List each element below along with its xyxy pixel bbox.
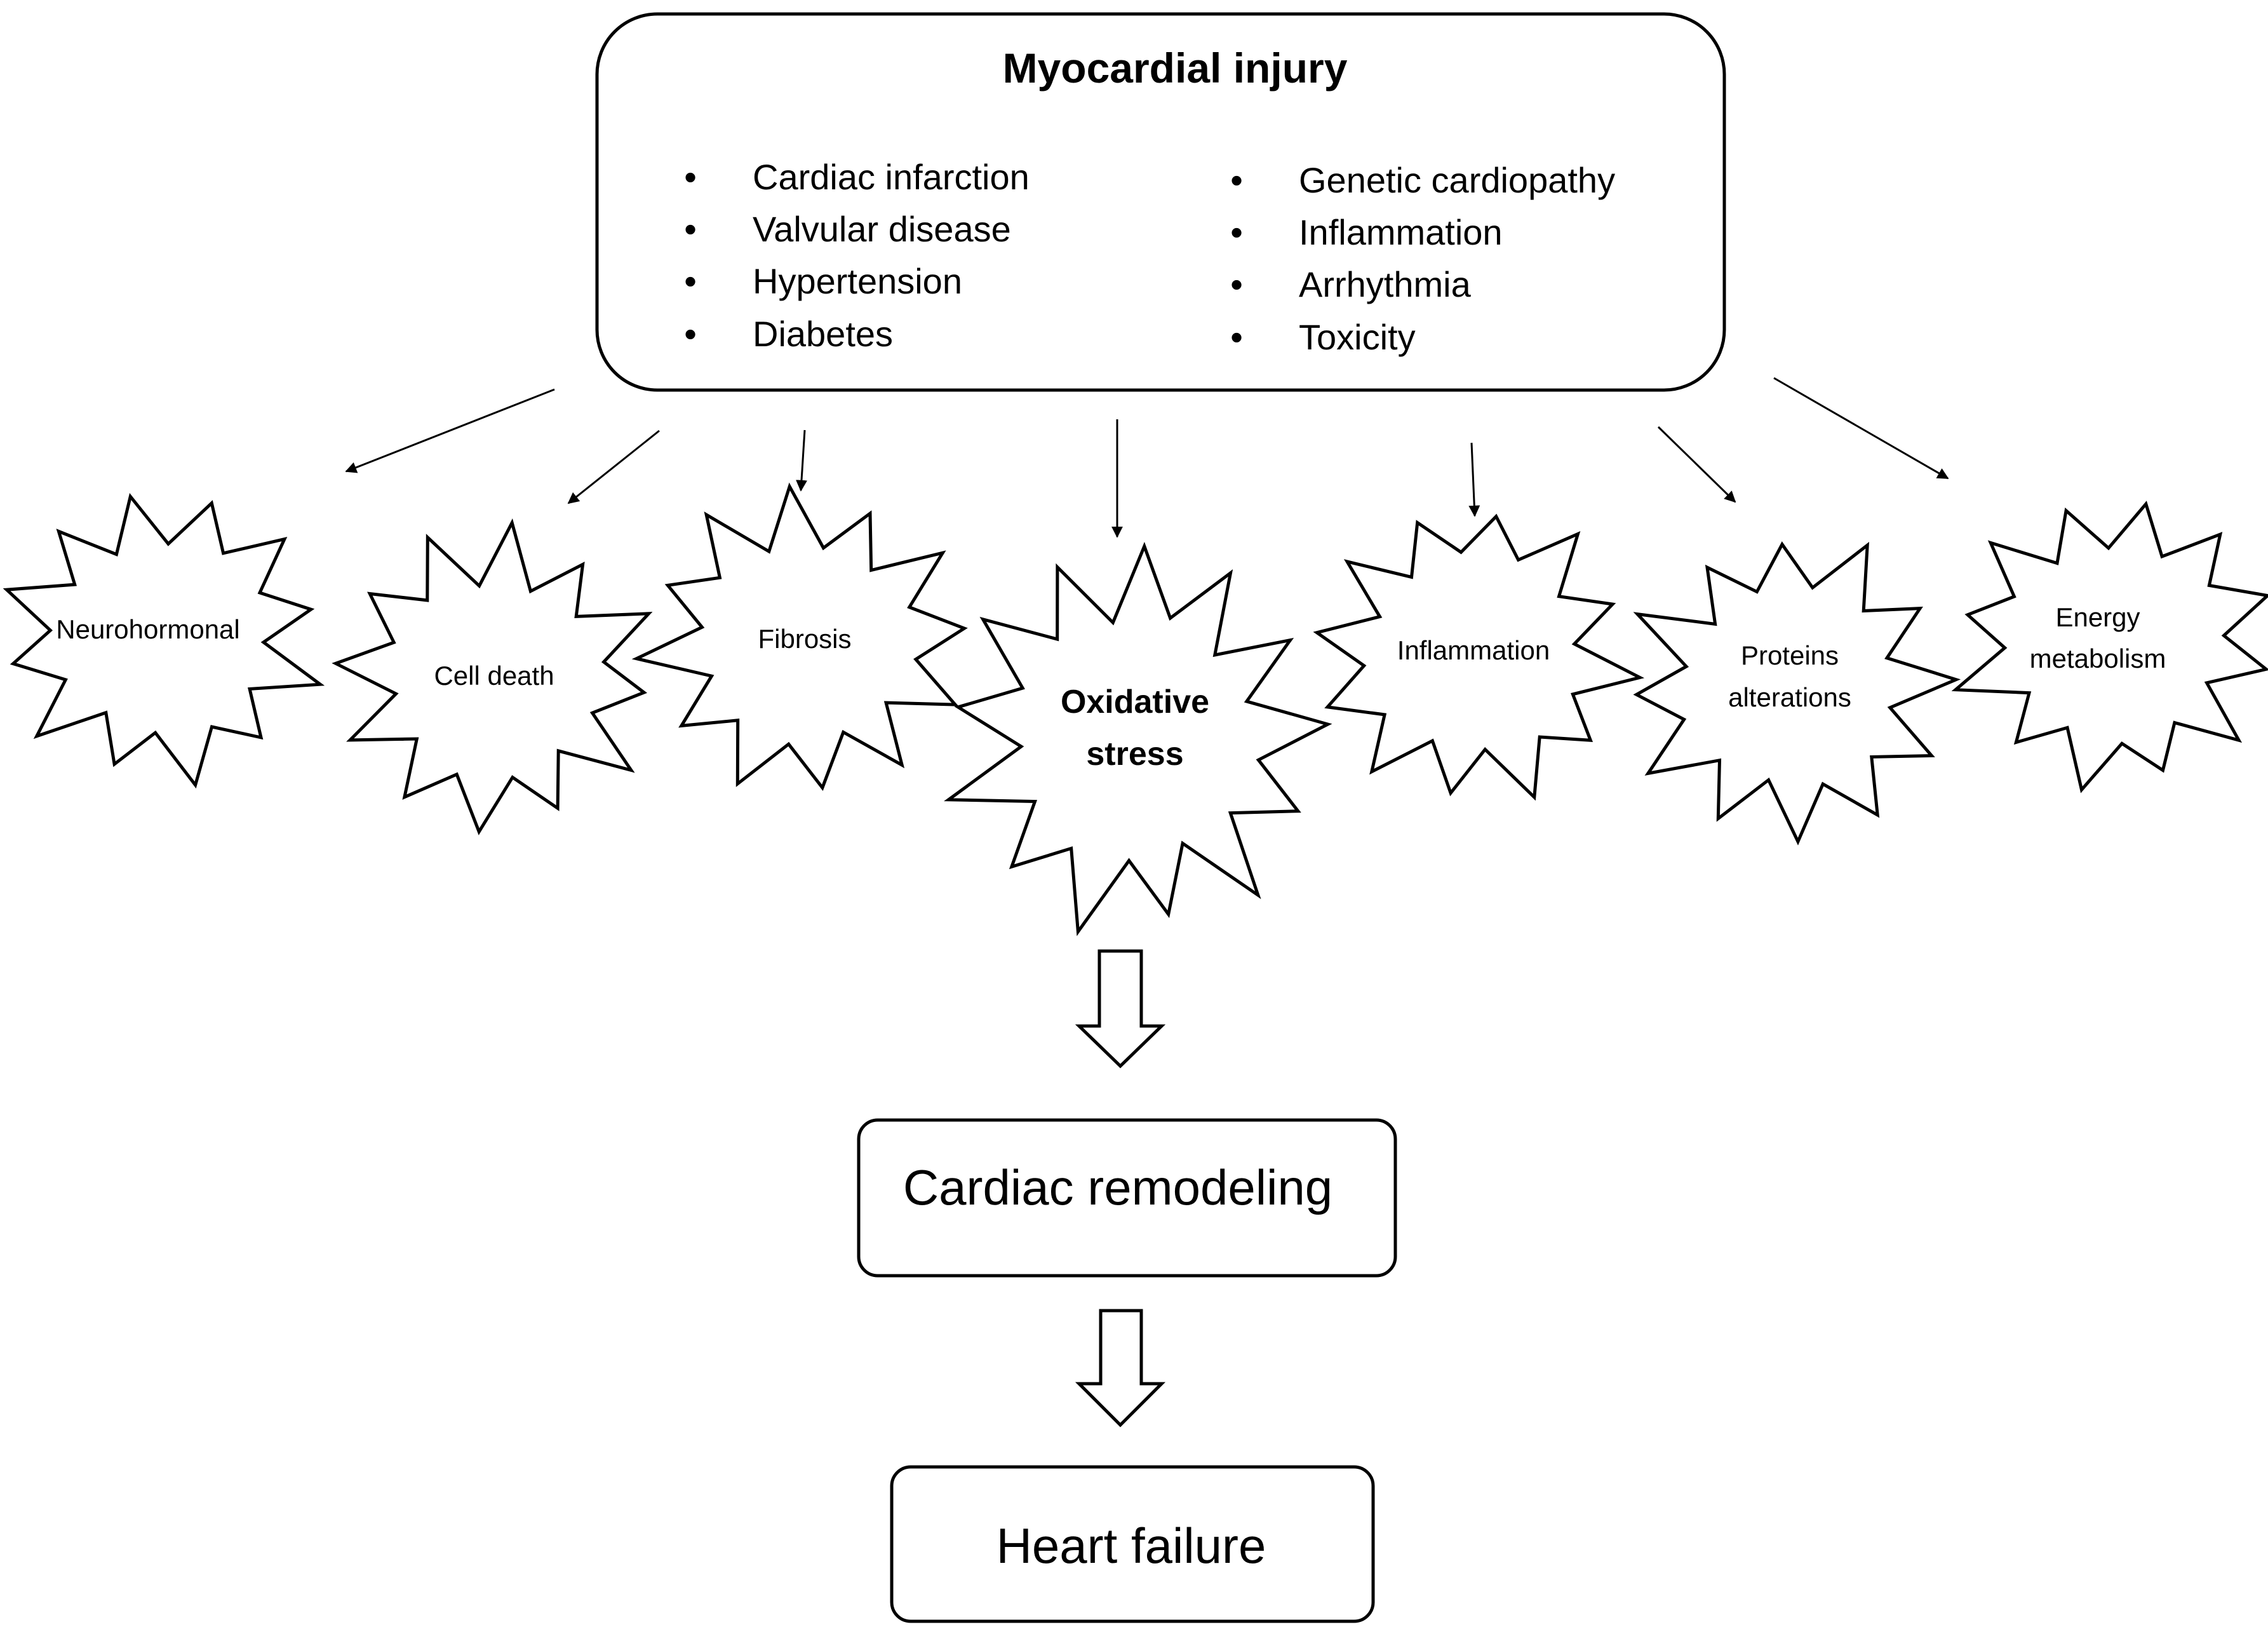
heart-failure-box: Heart failure	[890, 1465, 1375, 1623]
mechanism-bursts	[3, 482, 2268, 936]
burst-shape-energy-metabolism	[1951, 501, 2268, 793]
mechanism-label-fibrosis: Fibrosis	[758, 624, 851, 654]
block-arrow-to-heart-failure	[1075, 1309, 1166, 1428]
arrow-to-inflammation	[1468, 442, 1480, 517]
cause-item-right-2: Inflammation	[1299, 212, 1503, 252]
heart-failure-label: Heart failure	[996, 1518, 1266, 1574]
burst-shape-inflammation	[1313, 513, 1645, 801]
mechanism-label-oxidative: Oxidative	[1061, 684, 1209, 720]
mechanism-label-proteins: Proteins	[1741, 640, 1839, 670]
burst-shape-cell-death	[332, 518, 653, 835]
myocardial-injury-box: Myocardial injury • Cardiac infarction •…	[595, 12, 1726, 392]
arrow-to-proteins-alterations	[1657, 426, 1736, 503]
mechanism-label-stress: stress	[1086, 736, 1183, 773]
bullet-dot: •	[684, 314, 697, 354]
burst-shape-proteins-alterations	[1633, 541, 1961, 846]
cause-item-left-2: Valvular disease	[753, 209, 1011, 249]
myocardial-injury-title: Myocardial injury	[1003, 44, 1348, 91]
block-arrow-to-remodeling	[1075, 949, 1166, 1069]
cause-item-right-3: Arrhythmia	[1299, 264, 1472, 304]
burst-shape-oxidative-stress	[944, 541, 1332, 936]
cardiac-remodeling-box: Cardiac remodeling	[857, 1118, 1397, 1278]
bullet-dot: •	[1230, 264, 1243, 304]
mechanism-label-alterations: alterations	[1728, 682, 1851, 712]
bullet-dot: •	[1230, 212, 1243, 252]
cause-item-right-4: Toxicity	[1299, 317, 1416, 357]
mechanism-label-neurohormonal: Neurohormonal	[56, 614, 240, 644]
cause-item-left-3: Hypertension	[753, 261, 962, 301]
burst-shape-fibrosis	[631, 482, 968, 791]
bullet-dot: •	[684, 209, 697, 249]
arrow-to-energy-metabolism	[1773, 377, 1949, 480]
injury-arrows	[345, 377, 1949, 538]
cause-item-right-1: Genetic cardiopathy	[1299, 160, 1615, 200]
bullet-dot: •	[684, 261, 697, 301]
arrow-to-neurohormonal	[345, 388, 555, 473]
mechanism-labels: Neurohormonal Cell death Fibrosis Oxidat…	[56, 602, 2166, 773]
bullet-dot: •	[1230, 317, 1243, 357]
bullet-dot: •	[1230, 160, 1243, 200]
bullet-dot: •	[684, 157, 697, 197]
mechanism-label-metabolism: metabolism	[2030, 644, 2166, 673]
mechanism-label-energy: Energy	[2055, 602, 2140, 632]
burst-shape-neurohormonal	[3, 492, 325, 789]
cause-item-left-4: Diabetes	[753, 314, 893, 354]
arrow-to-fibrosis	[796, 429, 808, 492]
arrow-to-cell-death	[567, 429, 660, 504]
cause-item-left-1: Cardiac infarction	[753, 157, 1030, 197]
cardiac-remodeling-label: Cardiac remodeling	[903, 1159, 1332, 1215]
mechanism-label-cell-death: Cell death	[434, 661, 554, 691]
mechanism-label-inflammation: Inflammation	[1397, 635, 1550, 665]
